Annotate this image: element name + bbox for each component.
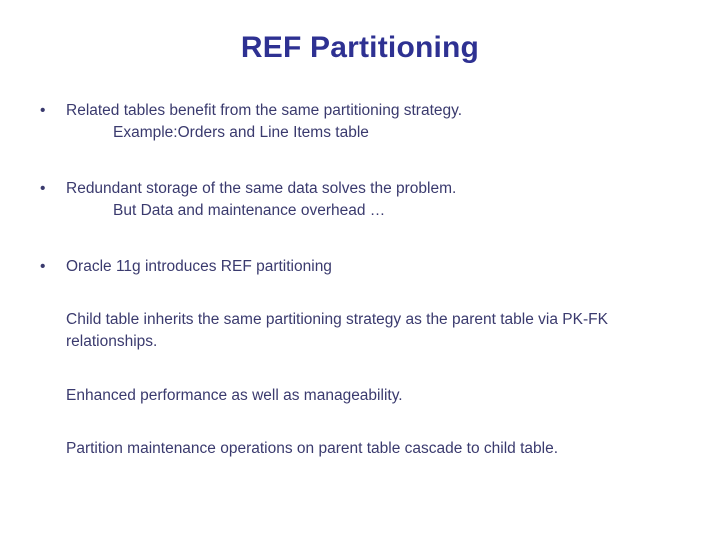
- page-title: REF Partitioning: [240, 31, 480, 64]
- spacer: [0, 144, 720, 178]
- bullet-subline: Example:Orders and Line Items table: [113, 124, 369, 141]
- bullet-subline: But Data and maintenance overhead …: [113, 202, 386, 219]
- bullet-dot-icon: •: [40, 102, 46, 119]
- bullet-text: Related tables benefit from the same par…: [66, 102, 463, 119]
- bullet-dot-icon: •: [40, 258, 46, 275]
- body-paragraph: Partition maintenance operations on pare…: [66, 440, 559, 457]
- bullet-item: • Related tables benefit from the same p…: [0, 100, 720, 144]
- slide-body: • Related tables benefit from the same p…: [0, 100, 720, 460]
- bullet-text: Redundant storage of the same data solve…: [66, 180, 457, 197]
- bullet-item: • Redundant storage of the same data sol…: [0, 178, 720, 222]
- spacer: [0, 222, 720, 256]
- bullet-dot-icon: •: [40, 180, 46, 197]
- body-paragraph: Child table inherits the same partitioni…: [66, 311, 608, 350]
- spacer: [0, 277, 720, 309]
- body-paragraph: Enhanced performance as well as manageab…: [66, 387, 403, 404]
- spacer: [0, 407, 720, 438]
- spacer: [0, 353, 720, 385]
- bullet-item: • Oracle 11g introduces REF partitioning: [0, 256, 720, 277]
- bullet-text: Oracle 11g introduces REF partitioning: [66, 258, 332, 275]
